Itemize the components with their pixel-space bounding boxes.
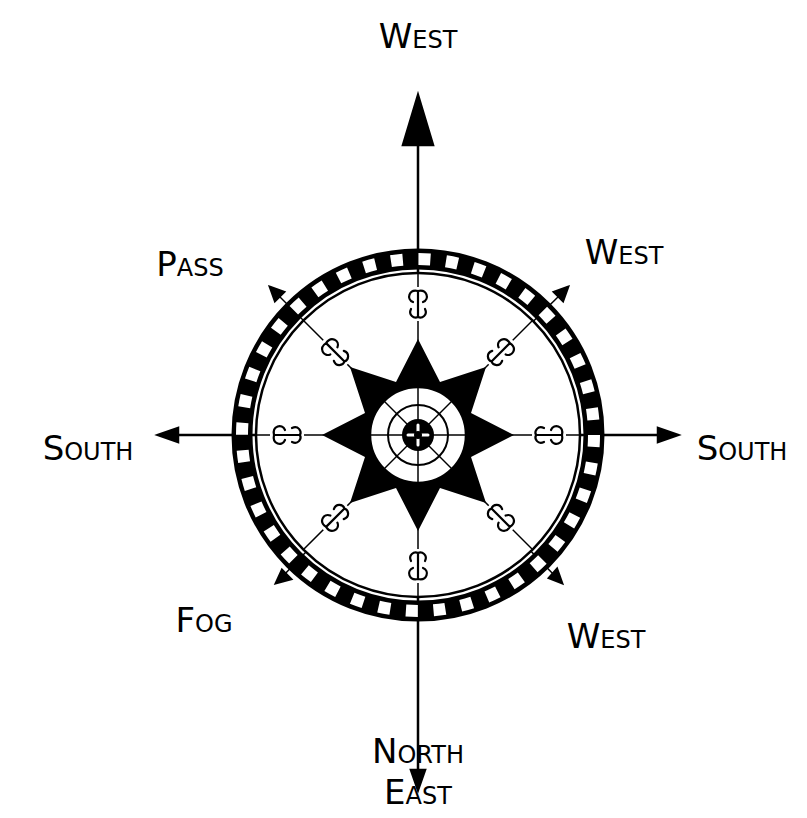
checker-ring: [242, 259, 594, 611]
direction-label: West: [585, 232, 664, 273]
direction-label: South: [43, 428, 134, 469]
direction-label: West: [567, 616, 646, 657]
direction-label: West: [379, 16, 458, 57]
star-center: [322, 339, 514, 531]
compass-lines: [158, 95, 678, 790]
direction-label: South: [697, 428, 788, 469]
direction-label: North East: [343, 731, 493, 813]
fleur-ornaments: [270, 287, 566, 583]
direction-label: Pass: [156, 244, 223, 285]
inner-spokes: [257, 274, 579, 596]
direction-label: Fog: [175, 600, 232, 641]
